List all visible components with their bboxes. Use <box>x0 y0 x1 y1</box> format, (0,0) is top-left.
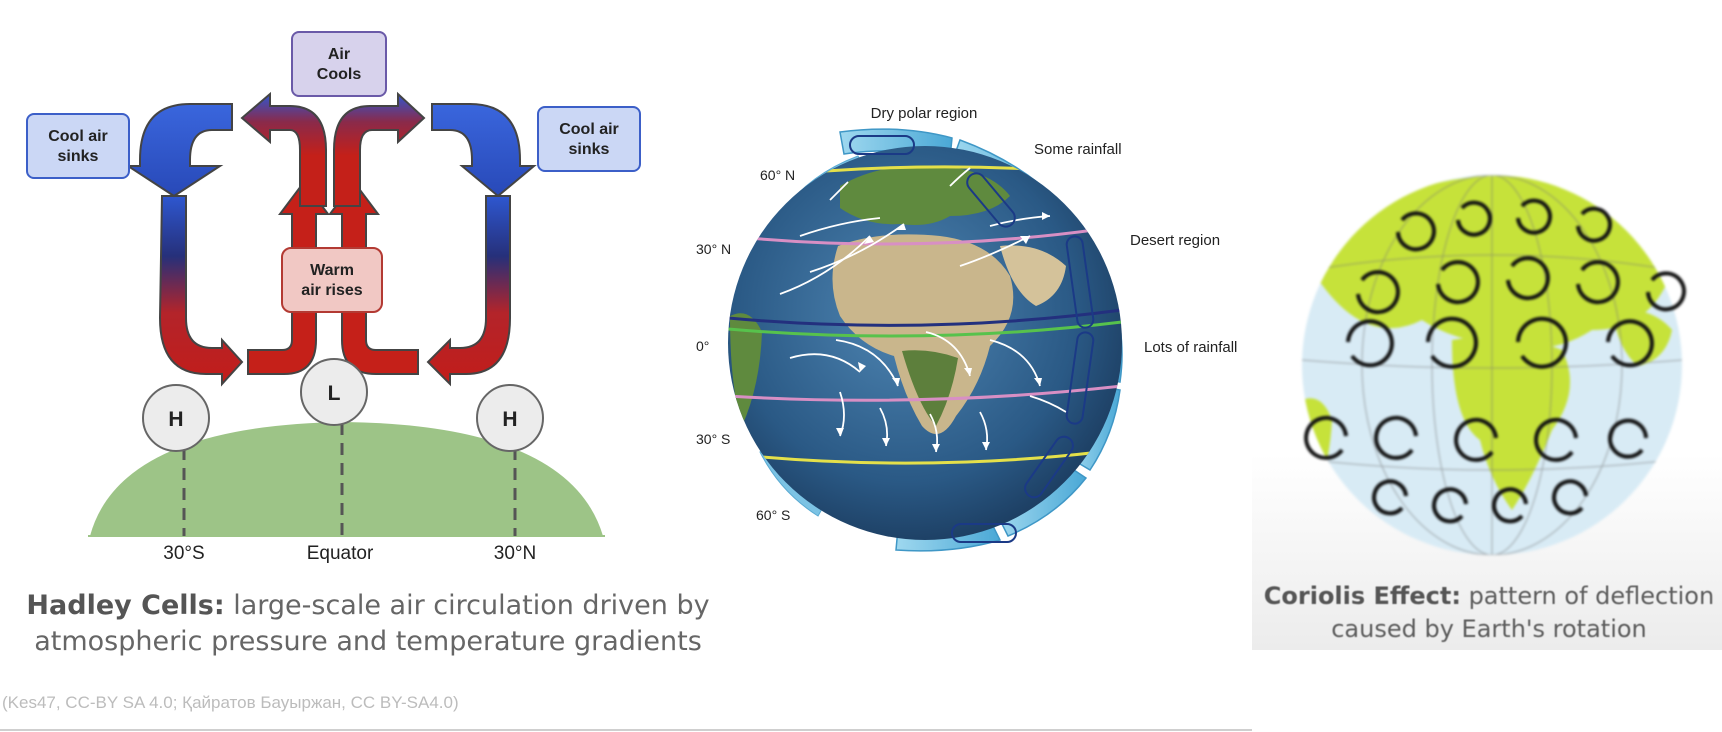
lat-line-60s <box>749 450 1101 465</box>
image-credits: (Kes47, CC-BY SA 4.0; Қайратов Бауыржан,… <box>2 693 459 712</box>
coriolis-caption: Coriolis Effect: pattern of deflection c… <box>1256 580 1722 646</box>
global-circulation-globe: Dry polar region Some rainfall Desert re… <box>690 96 1250 566</box>
right-cell-arrow-down <box>426 195 511 387</box>
lat-line-30n <box>728 224 1122 246</box>
globe-lat-30n: 30° N <box>696 241 731 257</box>
globe-lat-0: 0° <box>696 338 709 354</box>
cool-sinks-right-label-2: sinks <box>569 141 610 158</box>
earth-surface <box>90 422 603 536</box>
coriolis-land-africa <box>1452 336 1570 510</box>
inner-left-arrow <box>247 180 330 375</box>
lat-label-equator: Equator <box>307 543 374 564</box>
lat-line-equator-blue <box>728 308 1122 327</box>
cool-air-sinks-right-box: Cool air sinks <box>537 106 641 172</box>
warm-air-rises-box: Warm air rises <box>281 247 383 313</box>
lat-label-30s: 30°S <box>163 543 204 564</box>
coriolis-caption-line2: caused by Earth's rotation <box>1331 615 1647 643</box>
cool-sinks-right-label-1: Cool air <box>559 121 619 138</box>
left-cell-arrow-down <box>158 195 244 387</box>
inner-right-top-arrow <box>333 91 426 207</box>
pressure-center-label: L <box>328 382 341 405</box>
globe-lat-60s: 60° S <box>756 507 790 523</box>
left-cell-arrow-top <box>124 103 233 198</box>
air-cools-label-1: Air <box>328 46 350 63</box>
cool-sinks-left-label-2: sinks <box>58 148 99 165</box>
globe-lat-60n: 60° N <box>760 167 795 183</box>
zone-label-some-rainfall: Some rainfall <box>1034 141 1122 158</box>
high-pressure-right: H <box>476 384 544 452</box>
pressure-right-label: H <box>502 408 517 431</box>
coriolis-caption-line1: pattern of deflection <box>1460 582 1715 610</box>
hadley-cells-diagram: Air Cools Cool air sinks Cool air sinks … <box>0 0 720 580</box>
warm-rises-label-1: Warm <box>310 262 354 279</box>
zone-label-lots-rainfall: Lots of rainfall <box>1144 339 1237 356</box>
warm-rises-label-2: air rises <box>301 282 362 299</box>
coriolis-effect-panel <box>1252 160 1722 650</box>
low-pressure-center: L <box>300 358 368 426</box>
arabia-landmass <box>1000 245 1066 306</box>
coriolis-caption-bold: Coriolis Effect: <box>1263 582 1461 610</box>
zone-label-dry-polar: Dry polar region <box>871 105 978 122</box>
africa-landmass <box>832 234 1014 434</box>
globe-lat-30s: 30° S <box>696 431 730 447</box>
zone-label-desert: Desert region <box>1130 232 1220 249</box>
hadley-caption-bold: Hadley Cells: <box>26 590 225 621</box>
inner-left-top-arrow <box>240 91 327 207</box>
coriolis-swirls <box>1304 198 1686 524</box>
hadley-caption-line2: atmospheric pressure and temperature gra… <box>34 626 702 657</box>
air-cools-box: Air Cools <box>291 31 387 97</box>
right-cell-arrow-top <box>431 103 537 198</box>
wind-arrows <box>779 167 1067 453</box>
cool-sinks-left-label-1: Cool air <box>48 128 108 145</box>
lat-line-equator-green <box>728 320 1122 338</box>
pressure-left-label: H <box>168 408 183 431</box>
hadley-caption-line1: large-scale air circulation driven by <box>224 590 710 621</box>
high-pressure-left: H <box>142 384 210 452</box>
bottom-divider <box>0 729 1252 731</box>
air-cools-label-2: Cools <box>317 66 362 83</box>
cool-air-sinks-left-box: Cool air sinks <box>26 113 130 179</box>
hadley-cells-caption: Hadley Cells: large-scale air circulatio… <box>18 588 718 660</box>
lat-label-30n: 30°N <box>494 543 536 564</box>
circulation-cell-loops <box>849 135 1095 543</box>
